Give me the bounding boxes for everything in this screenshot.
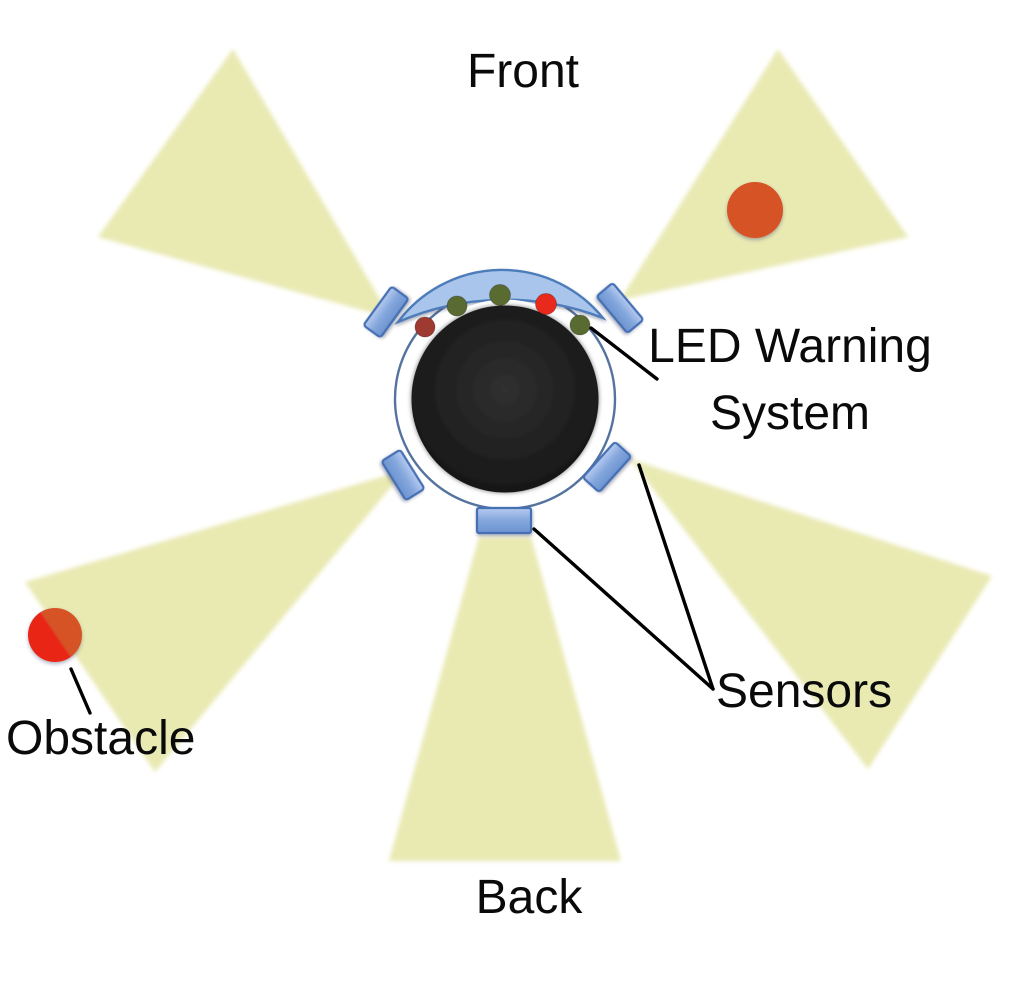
leader-line-led bbox=[589, 326, 659, 381]
detection-zone-rear-right bbox=[630, 459, 992, 769]
label-obstacle: Obstacle bbox=[6, 712, 195, 765]
leader-line-sensor-right bbox=[637, 463, 715, 691]
label-front: Front bbox=[467, 45, 579, 98]
detection-zone-front-right bbox=[620, 49, 908, 300]
sensor-rear-right bbox=[582, 441, 632, 493]
led-warning-dots bbox=[414, 284, 591, 338]
sensor-back bbox=[475, 506, 533, 535]
label-sensors: Sensors bbox=[716, 665, 892, 718]
detection-zone-front-left bbox=[98, 49, 391, 318]
led-dot-red bbox=[535, 293, 557, 315]
sensors bbox=[363, 282, 644, 535]
obstacle-left-dot bbox=[28, 608, 82, 662]
leader-lines bbox=[69, 326, 715, 715]
leader-line-obstacle bbox=[69, 667, 92, 715]
led-dot-dark-red bbox=[414, 316, 436, 338]
label-led-warning-line1: LED Warning bbox=[648, 320, 932, 373]
detection-zones bbox=[25, 49, 992, 861]
label-back: Back bbox=[476, 871, 584, 924]
led-dot-green-3 bbox=[569, 314, 591, 336]
obstacle-front-right-dot bbox=[727, 182, 783, 238]
sensor-front-right bbox=[596, 282, 644, 334]
leader-line-sensor-bottom bbox=[532, 527, 715, 691]
detection-zone-rear-left bbox=[25, 470, 405, 772]
sensor-rear-left bbox=[381, 449, 425, 501]
sensor-front-left bbox=[363, 286, 409, 338]
led-dot-green-1 bbox=[446, 295, 468, 317]
led-dot-green-2 bbox=[489, 284, 511, 306]
detection-zone-back bbox=[389, 537, 621, 861]
label-led-warning-line2: System bbox=[710, 387, 870, 440]
robot-body bbox=[411, 305, 599, 493]
